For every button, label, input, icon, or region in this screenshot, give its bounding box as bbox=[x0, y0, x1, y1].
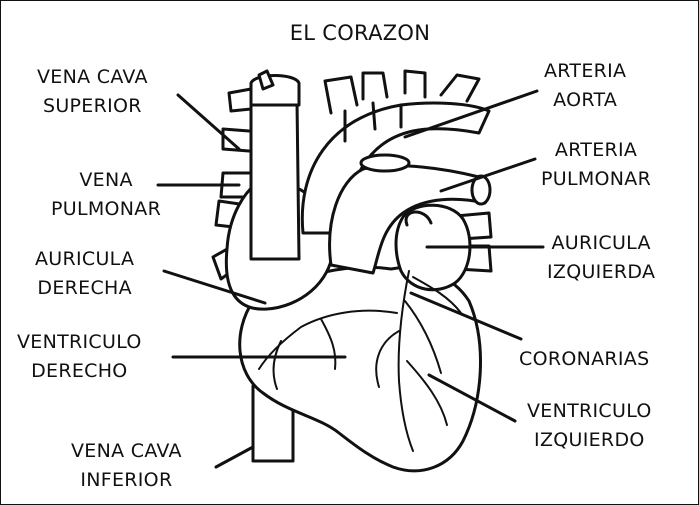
label-line: INFERIOR bbox=[80, 469, 173, 491]
label-line: ARTERIA bbox=[554, 139, 638, 161]
label-ventriculo-derecho: VENTRICULO DERECHO bbox=[17, 328, 142, 386]
leader-arteria-aorta bbox=[403, 89, 539, 139]
label-coronarias: CORONARIAS bbox=[519, 348, 650, 370]
leader-lines bbox=[156, 89, 545, 469]
label-line: SUPERIOR bbox=[42, 95, 142, 117]
leader-auricula-derecha bbox=[162, 269, 267, 305]
leader-coronarias bbox=[409, 291, 523, 341]
label-vena-cava-inferior: VENA CAVA INFERIOR bbox=[71, 437, 182, 495]
label-line: AURICULA bbox=[551, 232, 651, 254]
superior-vena-cava-shape bbox=[249, 99, 301, 261]
label-arteria-aorta: ARTERIA AORTA bbox=[544, 57, 626, 115]
label-line: IZQUIERDO bbox=[534, 429, 645, 451]
label-line: IZQUIERDA bbox=[547, 261, 656, 283]
leader-arteria-pulmonar bbox=[439, 157, 537, 193]
diagram-title: EL CORAZON bbox=[289, 21, 431, 45]
ventricles-shape bbox=[238, 265, 482, 473]
label-line: PULMONAR bbox=[51, 198, 162, 220]
label-line: VENA bbox=[79, 169, 133, 191]
label-arteria-pulmonar: ARTERIA PULMONAR bbox=[541, 136, 651, 194]
label-ventriculo-izquierdo: VENTRICULO IZQUIERDO bbox=[527, 397, 652, 455]
label-line: ARTERIA bbox=[544, 60, 627, 82]
label-line: AORTA bbox=[553, 89, 618, 111]
label-line: PULMONAR bbox=[541, 168, 652, 190]
leader-vena-cava-superior bbox=[176, 93, 241, 151]
coronary-vessels bbox=[258, 270, 462, 452]
label-vena-cava-superior: VENA CAVA SUPERIOR bbox=[37, 63, 148, 121]
leader-vena-cava-inferior bbox=[214, 445, 255, 469]
label-vena-pulmonar: VENA PULMONAR bbox=[51, 166, 161, 224]
label-line: VENTRICULO bbox=[527, 400, 652, 422]
label-line: AURICULA bbox=[35, 248, 135, 270]
label-auricula-izquierda: AURICULA IZQUIERDA bbox=[547, 229, 655, 287]
label-line: VENA CAVA bbox=[71, 440, 182, 462]
label-line: DERECHO bbox=[31, 360, 128, 382]
label-line: DERECHA bbox=[37, 277, 132, 299]
label-auricula-derecha: AURICULA DERECHA bbox=[35, 245, 134, 303]
leader-ventriculo-izquierdo bbox=[427, 373, 517, 423]
label-line: VENTRICULO bbox=[17, 331, 142, 353]
label-line: VENA CAVA bbox=[37, 66, 148, 88]
